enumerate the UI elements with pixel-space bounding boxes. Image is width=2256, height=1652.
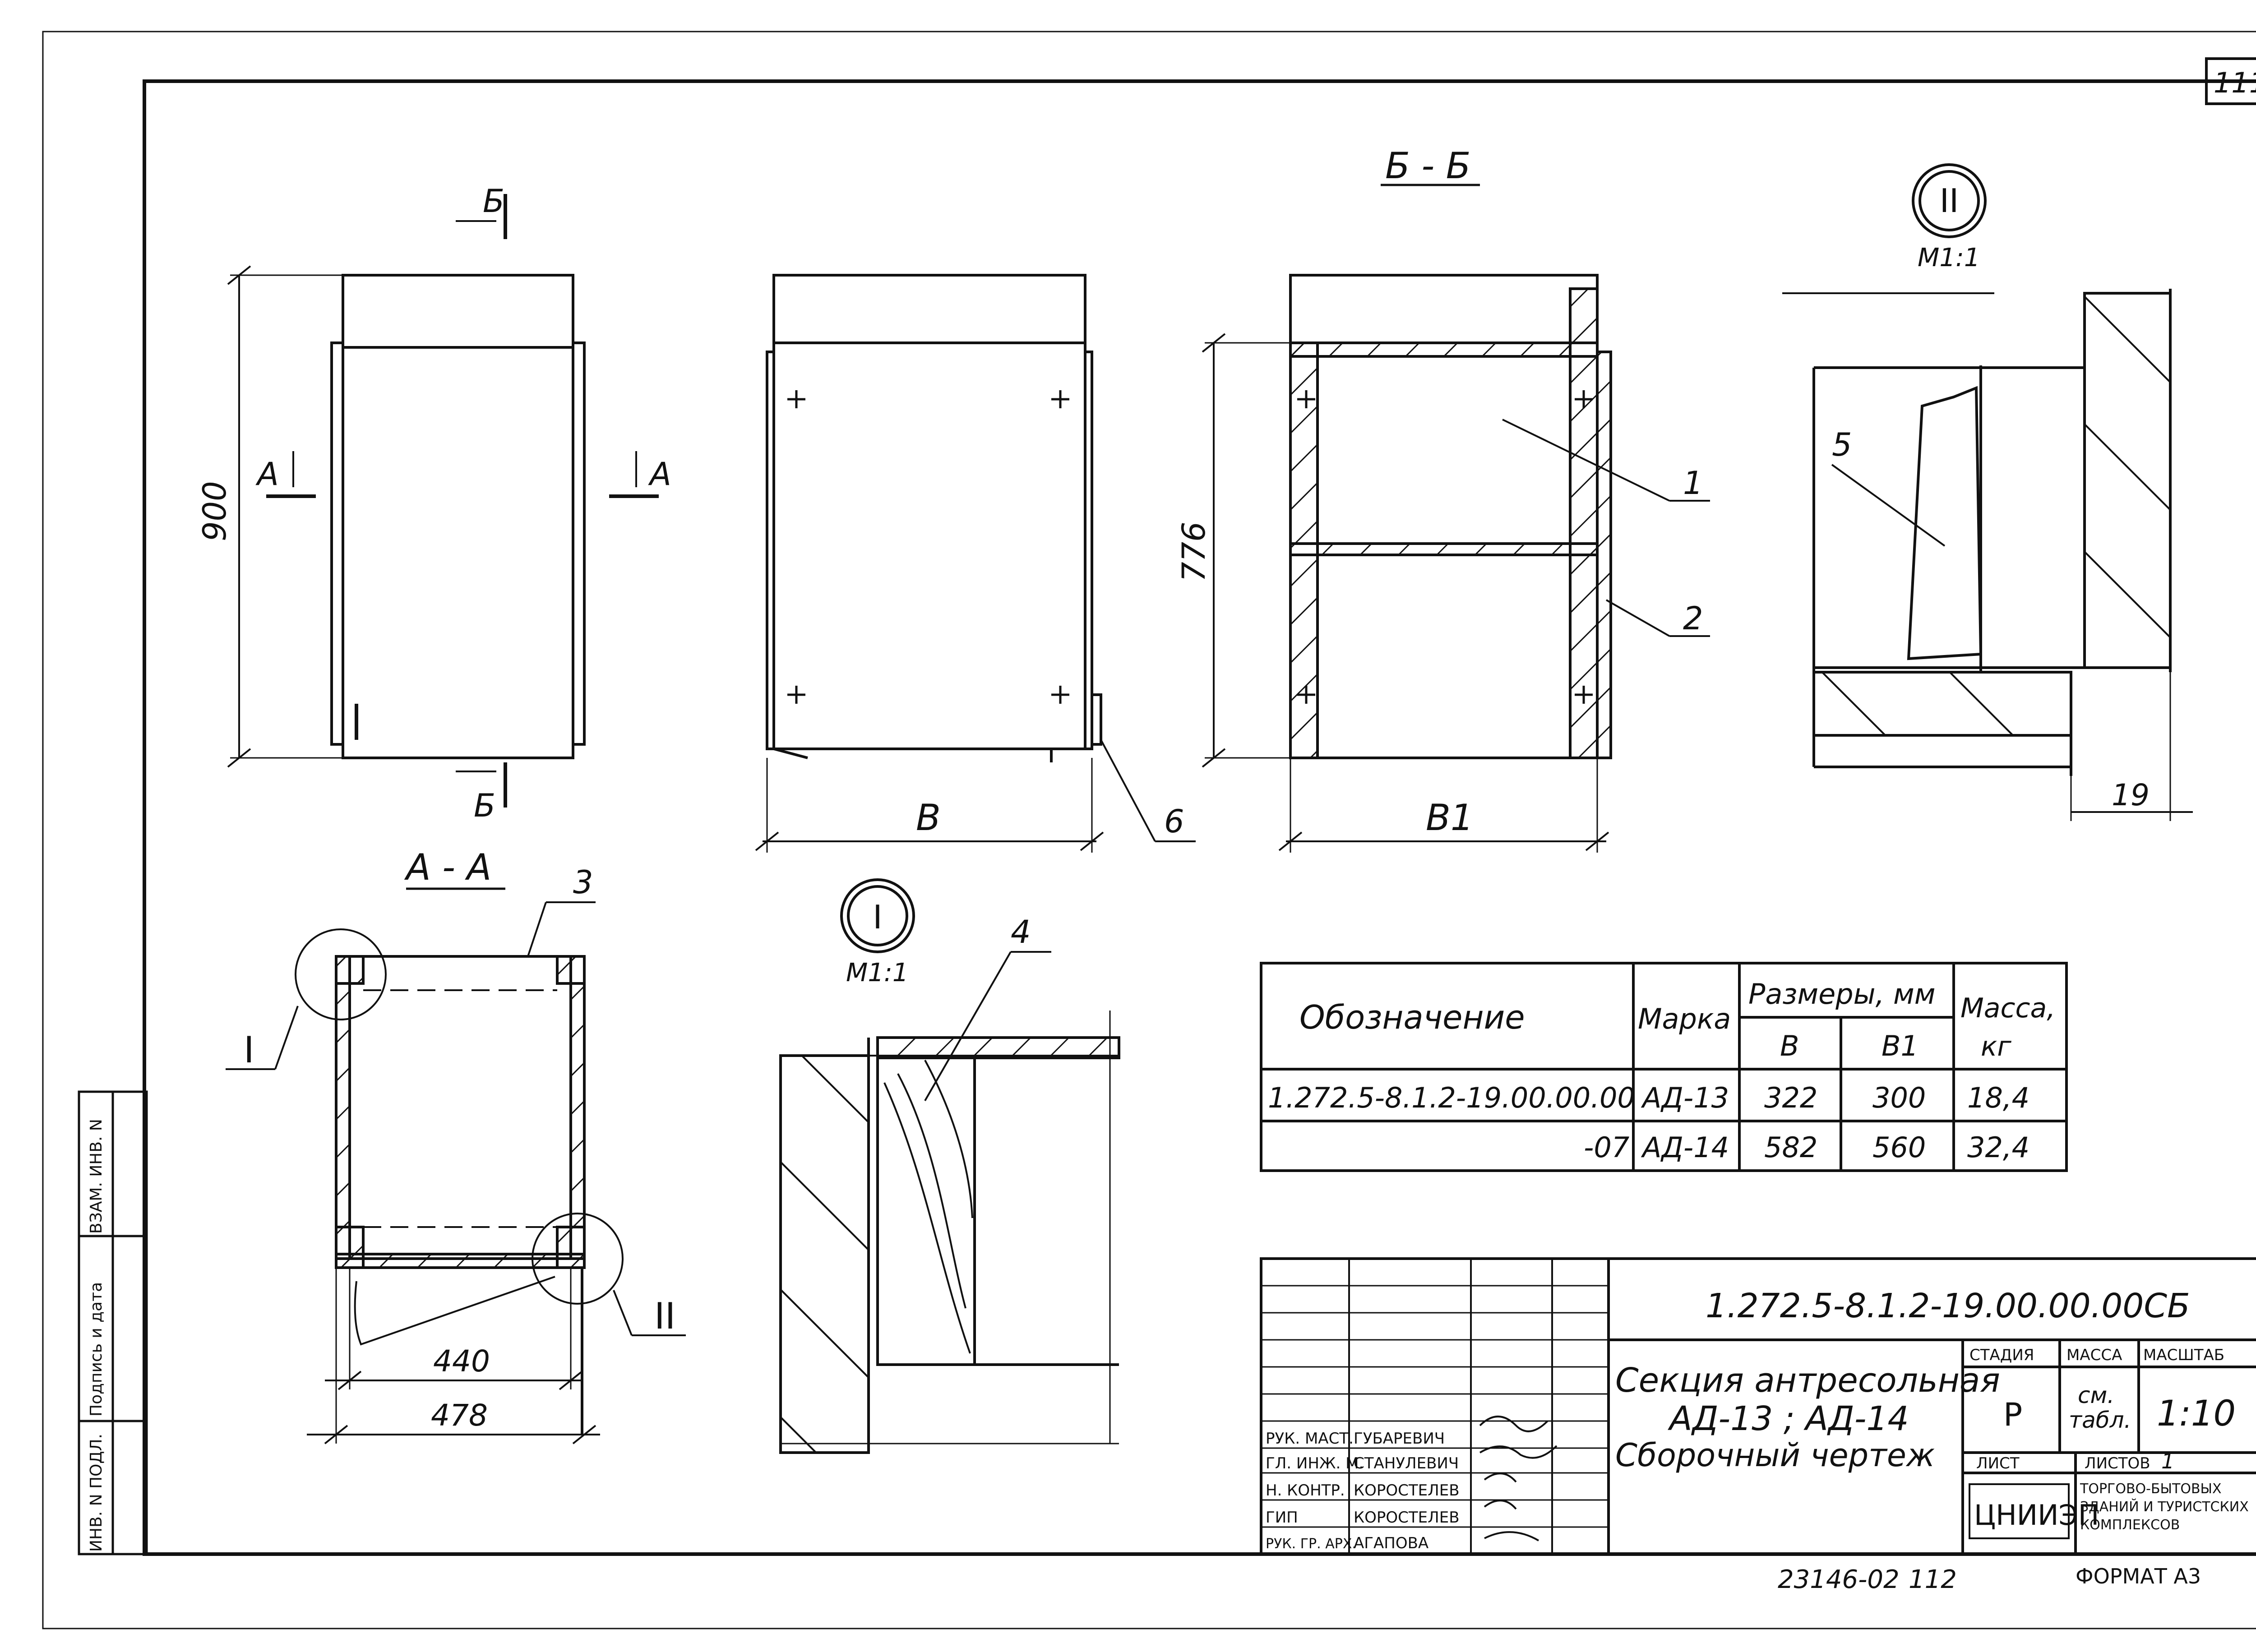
- org-logo: ЦНИИЭП: [1974, 1499, 2099, 1532]
- callout-1: 1: [1683, 465, 1703, 502]
- mass-value-1: см.: [2078, 1382, 2114, 1408]
- staff-role-3: Н. КОНТР.: [1266, 1481, 1345, 1500]
- spec-row-1-designation: 1.272.5-8.1.2-19.00.00.00: [1268, 1081, 1635, 1114]
- dim-b: В: [916, 797, 941, 839]
- section-aa-view: [226, 887, 686, 1444]
- staff-role-4: ГИП: [1266, 1509, 1298, 1527]
- dim-440: 440: [433, 1344, 490, 1379]
- drawing-frame: [143, 79, 2256, 1556]
- detail-2-marker: II: [1940, 182, 1959, 220]
- format-label: ФОРМАТ А3: [2076, 1564, 2201, 1588]
- front-view: [227, 194, 659, 808]
- doc-code: 1.272.5-8.1.2-19.00.00.00СБ: [1706, 1287, 2190, 1325]
- side-stamp: [78, 1090, 148, 1555]
- spec-row-2-mass: 32,4: [1967, 1131, 2029, 1164]
- sheets-label: ЛИСТОВ: [2085, 1454, 2150, 1472]
- detail-1-marker: I: [873, 898, 882, 936]
- staff-name-4: КОРОСТЕЛЕВ: [1354, 1509, 1460, 1527]
- outer-trim-line: [42, 31, 2256, 1629]
- cut-label-b-top: Б: [483, 183, 504, 220]
- callout-4: 4: [1011, 914, 1031, 951]
- spec-row-1-b: 322: [1764, 1081, 1817, 1114]
- dim-b1: В1: [1426, 797, 1474, 839]
- sheet-number: 111: [2214, 66, 2256, 99]
- detail-2-leader-label: II: [654, 1295, 675, 1337]
- staff-role-2: ГЛ. ИНЖ. М.: [1266, 1454, 1364, 1472]
- spec-row-1-b1: 300: [1872, 1081, 1926, 1114]
- staff-role-1: РУК. МАСТ.: [1266, 1430, 1354, 1448]
- sheet-frame: [42, 31, 2256, 1629]
- detail-2-scale: М1:1: [1918, 243, 1980, 272]
- staff-name-5: АГАПОВА: [1354, 1534, 1428, 1552]
- staff-name-1: ГУБАРЕВИЧ: [1354, 1430, 1445, 1448]
- sheet-number-box: [2205, 57, 2256, 105]
- side-view: [755, 274, 1196, 853]
- dim-776: 776: [1175, 521, 1212, 582]
- mass-label: МАССА: [2066, 1346, 2122, 1364]
- side-stamp-vzam-inv: ВЗАМ. ИНВ. N: [87, 1119, 106, 1234]
- section-bb-view: [1202, 184, 1710, 853]
- dim-19: 19: [2112, 778, 2150, 812]
- title-line-3: Сборочный чертеж: [1615, 1437, 1935, 1474]
- spec-row-2-b: 582: [1764, 1131, 1817, 1164]
- cut-label-a-right: А: [648, 456, 671, 493]
- section-aa-title: А - А: [404, 846, 491, 888]
- scale-value: 1:10: [2157, 1394, 2236, 1434]
- title-block: [1260, 1257, 2256, 1555]
- side-stamp-sign-date: Подпись и дата: [87, 1282, 106, 1417]
- archive-number: 23146-02: [1778, 1565, 1900, 1594]
- callout-3: 3: [573, 864, 593, 901]
- detail-1-scale: М1:1: [846, 958, 908, 988]
- title-line-1: Секция антресольная: [1615, 1361, 2000, 1400]
- detail-1-view: [779, 878, 1120, 1454]
- staff-name-2: СТАНУЛЕВИЧ: [1354, 1454, 1459, 1472]
- staff-name-3: КОРОСТЕЛЕВ: [1354, 1481, 1460, 1500]
- sheets-value: 1: [2161, 1449, 2174, 1473]
- spec-header-designation: Обозначение: [1299, 998, 1525, 1036]
- spec-header-b: В: [1780, 1029, 1799, 1062]
- stage-value: Р: [2003, 1396, 2022, 1433]
- mass-value-2: табл.: [2069, 1407, 2131, 1433]
- cut-label-b-bottom: Б: [474, 787, 495, 824]
- spec-row-2-designation: -07: [1584, 1131, 1629, 1164]
- spec-row-2-mark: АД-14: [1641, 1131, 1729, 1164]
- detail-2-view: [1782, 163, 2193, 821]
- page-number: 112: [1909, 1565, 1957, 1594]
- title-line-2: АД-13 ; АД-14: [1668, 1399, 1909, 1438]
- detail-1-leader-label: I: [244, 1029, 254, 1071]
- spec-header-mass: Масса,: [1960, 992, 2055, 1024]
- org-line-3: КОМПЛЕКСОВ: [2080, 1517, 2180, 1533]
- callout-6: 6: [1164, 803, 1184, 840]
- spec-header-sizes: Размеры, мм: [1748, 978, 1936, 1011]
- spec-row-1-mass: 18,4: [1967, 1081, 2029, 1114]
- spec-table: [1260, 962, 2068, 1172]
- spec-row-2-b1: 560: [1872, 1131, 1926, 1164]
- side-stamp-inv-podl: ИНВ. N ПОДЛ.: [87, 1434, 106, 1552]
- spec-row-1-mark: АД-13: [1641, 1081, 1729, 1114]
- callout-5: 5: [1832, 426, 1852, 463]
- scale-label: МАСШТАБ: [2143, 1346, 2224, 1364]
- sheet-label: ЛИСТ: [1976, 1454, 2020, 1472]
- section-bb-title: Б - Б: [1385, 145, 1471, 187]
- callout-2: 2: [1683, 600, 1703, 637]
- spec-header-b1: В1: [1882, 1029, 1919, 1062]
- org-line-1: ТОРГОВО-БЫТОВЫХ: [2080, 1481, 2222, 1497]
- cut-label-a-left: А: [255, 456, 279, 493]
- staff-role-5: РУК. ГР. АРХ.: [1266, 1536, 1356, 1552]
- org-line-2: ЗДАНИЙ И ТУРИСТСКИХ: [2080, 1499, 2249, 1515]
- dim-478: 478: [431, 1398, 488, 1433]
- stage-label: СТАДИЯ: [1969, 1346, 2034, 1364]
- dim-900: 900: [196, 481, 233, 541]
- spec-header-mass-unit: кг: [1981, 1031, 2011, 1062]
- spec-header-mark: Марка: [1638, 1002, 1731, 1035]
